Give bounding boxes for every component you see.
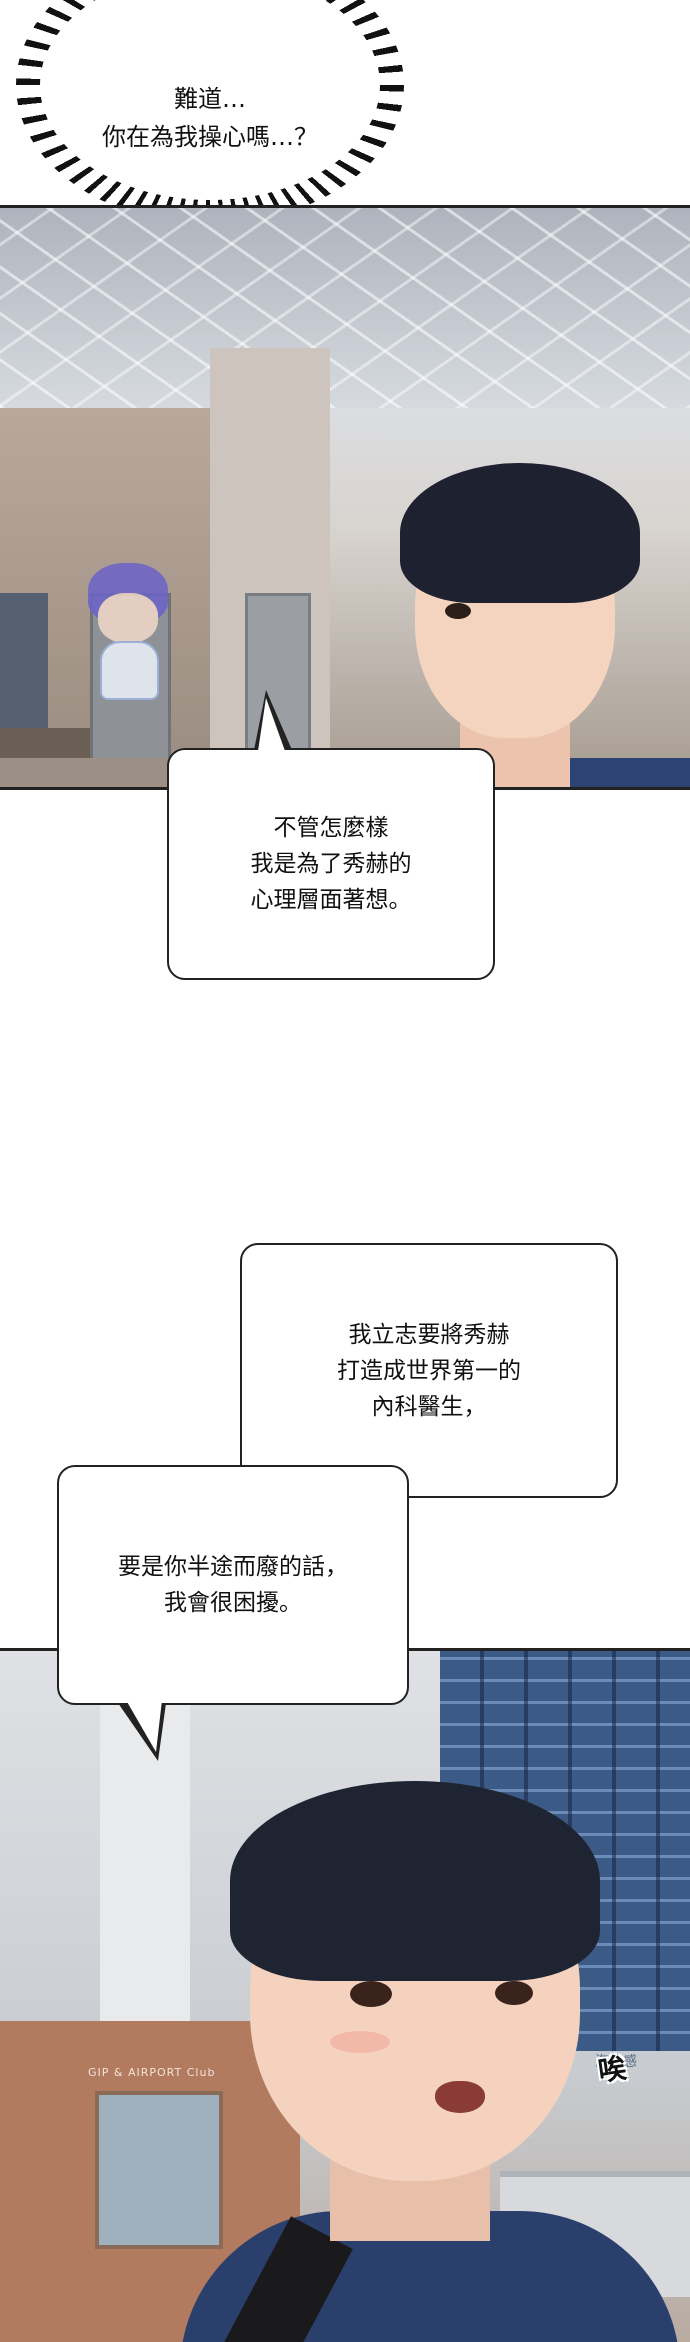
sound-effect-text: 唉 xyxy=(596,2051,629,2088)
bubble-1-line-1: 不管怎麼樣 xyxy=(273,815,389,841)
blush xyxy=(330,2031,390,2053)
lounge-sign: GIP & AIRPORT Club xyxy=(88,2066,216,2079)
lounge-door xyxy=(95,2091,223,2249)
eye xyxy=(445,603,471,619)
chibi-ghost-character xyxy=(70,563,180,713)
comic-panel-airport-2: GIP & AIRPORT Club 海外感 xyxy=(0,1648,690,2342)
background-sign-text: 海外感 xyxy=(595,2054,637,2070)
bubble-3-line-1: 要是你半途而廢的話， xyxy=(118,1554,348,1580)
burst-bubble xyxy=(40,0,380,200)
bubble-2-line-2: 打造成世界第一的 xyxy=(337,1357,521,1384)
hair xyxy=(230,1781,600,1981)
right-eye xyxy=(495,1981,533,2005)
bubble-2-line-3: 內科醫生， xyxy=(371,1393,487,1420)
bubble-1-line-2: 我是為了秀赫的 xyxy=(250,851,412,877)
speech-bubble-2: 我立志要將秀赫 打造成世界第一的 內科醫生， xyxy=(240,1243,618,1498)
speech-bubble-1: 不管怎麼樣 我是為了秀赫的 心理層面著想。 xyxy=(167,748,495,980)
burst-line-1: 難道… xyxy=(174,85,246,113)
ghost-body xyxy=(100,641,159,700)
bubble-1-tail-fill xyxy=(258,698,285,751)
left-eye xyxy=(350,1981,392,2007)
hair xyxy=(400,463,640,603)
burst-bubble-text: 難道… 你在為我操心嗎…？ xyxy=(40,80,380,156)
ghost-face xyxy=(98,593,158,643)
bubble-3-line-2: 我會很困擾。 xyxy=(164,1590,302,1616)
bubble-1-line-3: 心理層面著想。 xyxy=(250,887,412,913)
man-character-profile xyxy=(295,463,690,787)
comic-panel-airport-1 xyxy=(0,205,690,790)
ceiling-trusses xyxy=(0,208,690,408)
bubble-3-tail-fill xyxy=(126,1700,162,1752)
speech-bubble-3: 要是你半途而廢的話， 我會很困擾。 xyxy=(57,1465,409,1705)
bubble-2-line-1: 我立志要將秀赫 xyxy=(348,1321,510,1348)
man-character-front xyxy=(180,1781,680,2342)
burst-line-2: 你在為我操心嗎…？ xyxy=(102,123,318,151)
mouth xyxy=(435,2081,485,2113)
